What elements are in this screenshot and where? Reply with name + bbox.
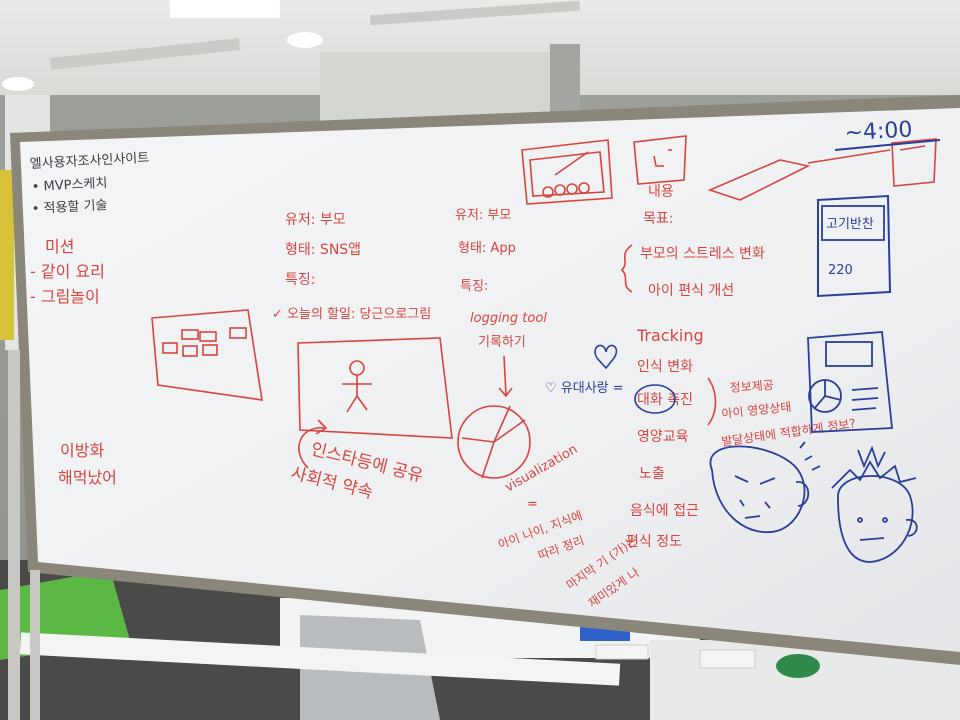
col1-sketch xyxy=(297,337,453,469)
tracking-item-5: 음식에 접근 xyxy=(630,503,699,519)
col1-todo: ✓ 오늘의 할일: 당근으로그림 xyxy=(272,307,431,322)
column-1-notes: 유저: 부모 형태: SNS앱 특징: ✓ 오늘의 할일: 당근으로그림 xyxy=(272,212,431,322)
bottom-left-line-1: 이방화 xyxy=(60,441,104,460)
left-sketch-box xyxy=(151,309,263,401)
time-note-group: ~4:00 xyxy=(834,117,941,151)
face-sketch-left xyxy=(709,441,821,533)
col2-feature: 특징: xyxy=(460,279,488,294)
left-header-notes: 엘사용자조사인사이트 • MVP스케치 • 적용할 기술 xyxy=(29,151,149,217)
header-line-2: • MVP스케치 xyxy=(31,176,107,195)
col1-type: 형태: SNS앱 xyxy=(285,242,361,258)
col3-goal-1: 부모의 스트레스 변화 xyxy=(640,246,765,262)
top-red-sketches xyxy=(521,135,937,205)
mission-title: 미션 xyxy=(45,237,74,256)
info-line-1: 정보제공 xyxy=(729,378,774,395)
phone-label-2: 220 xyxy=(828,263,853,278)
col2-pie-sketch xyxy=(457,355,531,479)
col3-content: 내용 xyxy=(648,184,674,200)
tracking-notes: Tracking 인식 변화 대화 촉진 영양교육 노출 음식에 접근 편식 정… xyxy=(626,326,717,550)
col2-record: 기록하기 xyxy=(478,335,526,350)
mission-item-2: - 그림놀이 xyxy=(30,287,100,306)
header-line-3: • 적용할 기술 xyxy=(31,198,107,217)
phone-sketch-chart xyxy=(807,331,893,433)
time-note: ~4:00 xyxy=(844,117,913,146)
whiteboard-surface xyxy=(20,108,960,652)
phone-sketch-top: 고기반찬 220 xyxy=(817,194,892,298)
column-3-notes: 내용 목표: 부모의 스트레스 변화 아이 편식 개선 xyxy=(620,184,765,299)
col3-goal-2: 아이 편식 개선 xyxy=(648,283,734,299)
tracking-item-4: 노출 xyxy=(639,466,665,482)
bottom-left-notes: 이방화 해먹났어 xyxy=(58,441,117,487)
col1-feature: 특징: xyxy=(285,272,315,288)
phone-label-1: 고기반찬 xyxy=(826,217,874,232)
col1-user: 유저: 부모 xyxy=(285,212,346,228)
tracking-item-3: 영양교육 xyxy=(637,429,689,445)
col2-logging: logging tool xyxy=(470,311,547,326)
header-line-1: 엘사용자조사인사이트 xyxy=(29,151,149,172)
col3-goal: 목표: xyxy=(643,211,673,227)
tracking-item-6: 편식 정도 xyxy=(626,534,682,550)
col2-equals: = xyxy=(527,497,538,512)
tracking-title: Tracking xyxy=(636,326,704,345)
blue-heart-text: ♡ 유대사랑 = xyxy=(545,381,624,396)
col2-type: 형태: App xyxy=(458,241,516,256)
face-sketch-right xyxy=(831,445,918,563)
tracking-item-2: 대화 촉진 xyxy=(637,392,693,408)
mission-item-1: - 같이 요리 xyxy=(30,262,105,281)
board-stand-left xyxy=(8,350,20,720)
blue-heart-note: ♡ 유대사랑 = xyxy=(545,344,624,396)
column-2-notes: 유저: 부모 형태: App 특징: logging tool 기록하기 xyxy=(455,208,547,350)
bottom-left-line-2: 해먹났어 xyxy=(58,468,117,487)
col2-user: 유저: 부모 xyxy=(455,208,511,223)
tracking-item-1: 인식 변화 xyxy=(637,359,693,375)
mission-notes: 미션 - 같이 요리 - 그림놀이 xyxy=(30,237,105,306)
